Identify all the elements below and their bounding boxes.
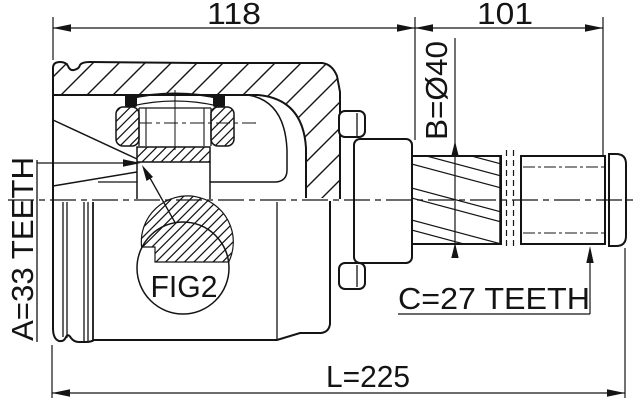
housing-section-hatch xyxy=(53,63,340,198)
dim-118-label: 118 xyxy=(207,0,261,31)
fig2-label: FIG2 xyxy=(151,269,218,304)
dim-c-teeth-label: C=27 TEETH xyxy=(398,281,590,316)
spline-teeth-lines xyxy=(413,157,500,243)
seal-right xyxy=(213,94,225,107)
clip-tab-bottom xyxy=(338,262,366,290)
dim-b-diameter-label: B=Ø40 xyxy=(419,41,454,140)
seal-left xyxy=(125,94,137,107)
cv-joint-housing xyxy=(52,60,341,343)
shaft-shoulder xyxy=(353,138,413,264)
dim-a-teeth-label: A=33 TEETH xyxy=(5,157,40,341)
dim-l-length-label: L=225 xyxy=(326,359,410,394)
inner-race-section xyxy=(136,146,211,163)
dim-101-label: 101 xyxy=(477,0,533,31)
fig2-ring-section xyxy=(140,195,234,263)
bearing-assembly xyxy=(115,90,258,163)
roller-left xyxy=(115,106,140,147)
fig2-detail-callout xyxy=(136,165,234,315)
clip-tab-top xyxy=(338,110,366,138)
fig2-leader-arrow xyxy=(142,165,153,181)
roller-right xyxy=(210,106,235,147)
dimension-lines xyxy=(36,17,626,398)
